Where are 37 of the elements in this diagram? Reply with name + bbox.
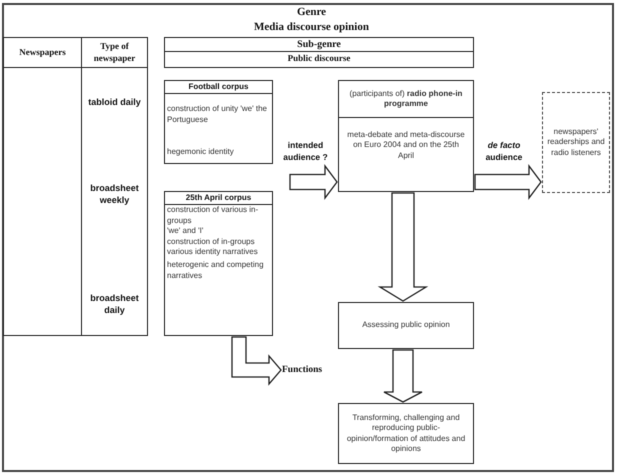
- corpus-box: [164, 191, 273, 336]
- node-text: construction of various in-groups: [167, 205, 258, 225]
- node-text: 'we' and 'I': [167, 226, 204, 236]
- node-text: Transforming, challenging and reproducing public-opinion/formation of attitudes and opinions: [346, 412, 466, 454]
- block-arrow: [383, 349, 423, 403]
- block-arrow: [231, 336, 282, 386]
- corpus-box: [164, 80, 273, 164]
- process-box: [338, 302, 474, 349]
- node-text: heterogenic and competing narratives: [167, 260, 264, 280]
- node-heading: 25th April corpus: [186, 193, 252, 202]
- edge-label: de facto audience: [486, 140, 522, 162]
- table-cell-text: broadsheet daily: [89, 292, 140, 316]
- node-text: construction of in-groups: [167, 236, 255, 246]
- column-header: Newspapers: [18, 46, 67, 58]
- process-box: [338, 403, 474, 464]
- programme-box: [338, 80, 474, 192]
- node-heading: (participants of) radio phone-in programme: [348, 88, 464, 110]
- node-heading: Sub-genre: [297, 39, 341, 50]
- audience-box: [542, 92, 610, 193]
- block-arrow: [289, 164, 338, 200]
- table-cell-text: tabloid daily: [87, 96, 142, 108]
- node-text: Functions: [282, 365, 324, 375]
- node-text: Public discourse: [288, 53, 350, 63]
- block-arrow: [378, 192, 428, 302]
- column-header: Type of newspaper: [92, 40, 136, 64]
- genre-band: [164, 37, 474, 68]
- node-text: Assessing public opinion: [361, 320, 451, 331]
- block-arrow: [474, 164, 542, 200]
- node-text: newspapers' readerships and radio listeners: [547, 126, 605, 158]
- node-text: hegemonic identity: [167, 147, 234, 156]
- node-text: various identity narratives: [167, 246, 258, 256]
- node-heading: Football corpus: [188, 82, 248, 91]
- node-text: meta-debate and meta-discourse on Euro 2004 and on the 25th April: [347, 130, 465, 160]
- edge-label: intended audience ?: [283, 140, 328, 162]
- node-text: construction of unity 'we' the Portuguese: [167, 104, 267, 124]
- diagram-title: Genre: [296, 6, 326, 18]
- table-cell-text: broadsheet weekly: [89, 182, 140, 206]
